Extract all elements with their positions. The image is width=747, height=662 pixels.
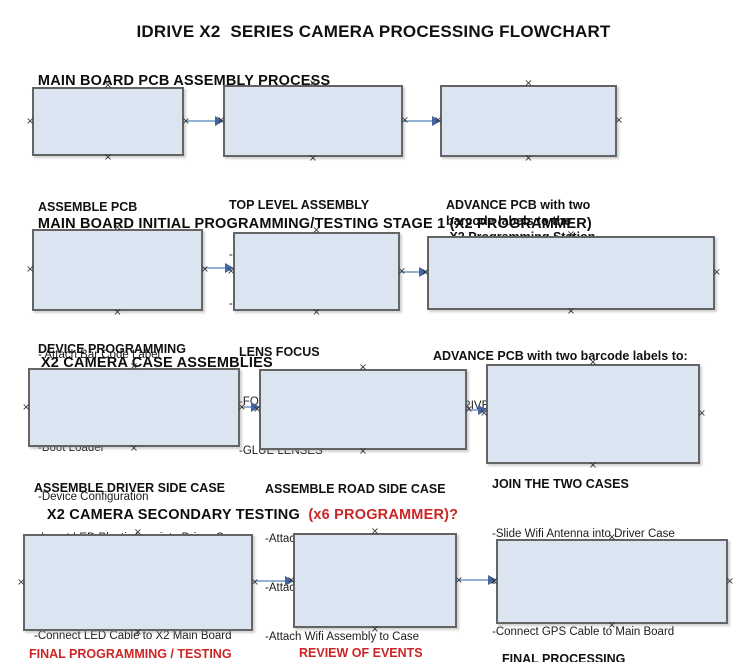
flow-box-review-of-events: × × × × REVIEW OF EVENTS -Verify Transfe…: [287, 527, 463, 661]
box-title: ASSEMBLE DRIVER SIDE CASE: [34, 481, 226, 495]
connection-point-icon: ×: [250, 576, 259, 588]
box-title: TOP LEVEL ASSEMBLY: [229, 198, 370, 212]
section-heading-text: X2 CAMERA SECONDARY TESTING: [46, 507, 305, 523]
connection-point-icon: ×: [400, 115, 409, 126]
connection-point-icon: ×: [237, 401, 246, 413]
connector-arrow: [404, 116, 441, 126]
connection-point-icon: ×: [454, 574, 463, 586]
connection-point-icon: ×: [217, 115, 226, 126]
box-title: ADVANCE PCB with two barcode labels to:: [433, 349, 688, 363]
connector-arrow: [401, 267, 428, 277]
connection-point-icon: ×: [129, 443, 139, 454]
connection-point-icon: ×: [490, 575, 499, 587]
connection-point-icon: ×: [421, 267, 430, 278]
connection-point-icon: ×: [287, 574, 296, 586]
connection-point-icon: ×: [181, 115, 190, 127]
connection-point-icon: ×: [103, 80, 113, 91]
connection-point-icon: ×: [200, 264, 209, 275]
box-title: ASSEMBLE ROAD SIDE CASE: [265, 482, 446, 496]
flow-box-assemble-pcb: × × × × ASSEMBLE PCB -SMT processes - HA…: [26, 81, 190, 362]
box-line: -Device Configuration: [38, 491, 149, 504]
section-heading-initial-programming: MAIN BOARD INITIAL PROGRAMMING/TESTING S…: [21, 200, 592, 248]
section-heading-text: MAIN BOARD INITIAL PROGRAMMING/TESTING S…: [37, 216, 592, 232]
connection-point-icon: ×: [22, 401, 31, 413]
connection-point-icon: ×: [312, 225, 321, 236]
box-line: -Connect LED Cable to X2 Main Board: [34, 630, 232, 643]
connection-point-icon: ×: [26, 115, 35, 127]
connection-point-icon: ×: [253, 403, 262, 415]
connection-point-icon: ×: [607, 532, 617, 543]
flow-box-join-the-two-cases: × × × × JOIN THE TWO CASES -Slide Wifi A…: [480, 358, 706, 639]
connection-point-icon: ×: [614, 115, 623, 126]
connection-point-icon: ×: [524, 78, 533, 89]
connection-point-icon: ×: [370, 624, 380, 635]
flow-box-final-processing: × × × × FINAL PROCESSING -Check Final Bo…: [490, 533, 734, 662]
box-title: FINAL PROCESSING: [502, 652, 626, 662]
flow-box-top-level-assembly: × × × × TOP LEVEL ASSEMBLY -LENS HOLDERS…: [217, 79, 409, 311]
connection-point-icon: ×: [113, 307, 122, 318]
section-heading-accent: (x6 PROGRAMMER)?: [304, 507, 459, 523]
connection-point-icon: ×: [133, 527, 143, 538]
connection-point-icon: ×: [397, 265, 406, 277]
connection-point-icon: ×: [434, 115, 443, 126]
connector-arrow: [241, 402, 260, 412]
box-title: ASSEMBLE PCB: [38, 200, 138, 214]
connection-point-icon: ×: [103, 152, 113, 163]
connection-point-icon: ×: [725, 575, 734, 587]
connection-point-icon: ×: [480, 408, 489, 419]
connection-point-icon: ×: [129, 361, 139, 372]
connector-arrow: [185, 116, 224, 126]
connection-point-icon: ×: [312, 307, 321, 318]
connection-point-icon: ×: [588, 357, 598, 368]
page-title: IDRIVE X2 SERIES CAMERA PROCESSING FLOWC…: [136, 22, 611, 41]
box-line: -Attach Wifi Assembly to Case: [265, 631, 420, 644]
connection-point-icon: ×: [464, 403, 473, 415]
connection-point-icon: ×: [113, 222, 122, 233]
flow-box-device-programming: × × × × DEVICE PROGRAMMING -Scan Barcode…: [26, 223, 209, 602]
connection-point-icon: ×: [358, 446, 368, 457]
connection-point-icon: ×: [358, 362, 368, 373]
connector-arrow: [458, 575, 497, 585]
connection-point-icon: ×: [227, 265, 236, 277]
box-title: LENS FOCUS: [239, 345, 320, 359]
connection-point-icon: ×: [712, 267, 721, 278]
box-line: -Connect GPS Cable to Main Board: [492, 626, 675, 639]
flow-box-assemble-road-side-case: × × × × ASSEMBLE ROAD SIDE CASE -Attach …: [253, 363, 473, 644]
connection-point-icon: ×: [697, 408, 706, 419]
box-title: DEVICE PROGRAMMING: [38, 342, 186, 356]
section-heading-secondary-testing: X2 CAMERA SECONDARY TESTING (x6 PROGRAMM…: [30, 491, 458, 539]
flow-box-advance-pcb-programming-station: × × × × ADVANCE PCB with two barcode lab…: [434, 79, 623, 245]
connector-arrow: [468, 405, 487, 415]
connection-point-icon: ×: [133, 627, 143, 638]
connector-arrow: [204, 263, 234, 273]
connection-point-icon: ×: [26, 264, 35, 275]
box-title: REVIEW OF EVENTS: [299, 646, 423, 660]
connection-point-icon: ×: [308, 78, 318, 89]
box-title: JOIN THE TWO CASES: [492, 477, 629, 491]
flow-box-advance-pcb-driver-side-station: × × × × ADVANCE PCB with two barcode lab…: [421, 230, 721, 413]
box-title: FINAL PROGRAMMING / TESTING: [29, 647, 232, 661]
connector-arrow: [254, 576, 294, 586]
connection-point-icon: ×: [607, 620, 617, 631]
section-heading-text: X2 CAMERA CASE ASSEMBLIES: [40, 355, 273, 371]
box-line: - Attach Bar Code Label: [38, 349, 161, 362]
flow-box-final-programming-testing: × × × × FINAL PROGRAMMING / TESTING -nee…: [17, 528, 259, 662]
flow-box-lens-focus: × × × × LENS FOCUS -FOCUS BOTH LENSES -G…: [227, 226, 406, 458]
section-heading-case-assemblies: X2 CAMERA CASE ASSEMBLIES: [24, 339, 273, 387]
connection-point-icon: ×: [588, 460, 598, 471]
connection-point-icon: ×: [566, 229, 576, 240]
box-line: -Slide Wifi Antenna into Driver Case: [492, 528, 675, 540]
flow-box-assemble-driver-side-case: × × × × ASSEMBLE DRIVER SIDE CASE - Inse…: [22, 362, 246, 643]
connection-point-icon: ×: [566, 306, 576, 317]
connection-point-icon: ×: [308, 153, 318, 164]
connection-point-icon: ×: [370, 526, 380, 537]
connection-point-icon: ×: [524, 153, 533, 164]
connection-point-icon: ×: [17, 576, 26, 588]
